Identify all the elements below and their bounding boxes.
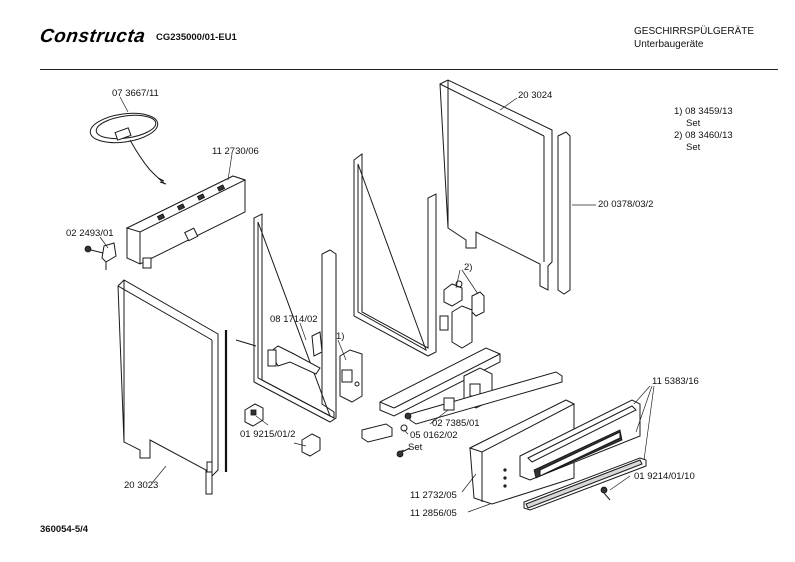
front-panel [468,399,576,505]
part-label-hinge-spring: 08 1714/02 [270,314,318,325]
ref-label-2: 2) [464,262,473,273]
part-label-set: Set [408,442,423,453]
part-label-front-panel: 11 2732/05 [410,490,457,501]
rear-panel [439,79,553,291]
note-2: 2) 08 3460/13 [674,130,733,141]
screw [600,486,611,501]
part-label-side-panel: 20 3023 [124,480,159,491]
part-label-rear-panel: 20 3024 [518,90,553,101]
part-label-door-panel: 11 2856/05 [410,508,457,519]
control-strip [519,399,641,481]
side-panel [117,279,219,495]
screw-clip [84,242,117,270]
hose-assembly [89,112,167,185]
hinge-set [439,280,485,349]
part-label-control-strip: 11 5383/16 [652,376,699,387]
part-label-hose: 07 3667/11 [112,88,159,99]
document-reference: 360054-5/4 [40,524,89,535]
hinge-spring [267,331,323,375]
fasteners [361,412,412,458]
note-2-set: Set [686,142,701,153]
door-seal-frame-center [353,153,437,357]
door-seal-frame-left [253,213,337,423]
part-label-side-strip: 20 0378/03/2 [598,199,654,210]
subcategory-title: Unterbaugeräte [634,39,704,50]
hinge-bracket-right [339,349,363,403]
part-label-screw-clip: 02 2493/01 [66,228,114,239]
control-panel-bracket [125,175,247,269]
note-1: 1) 08 3459/13 [674,106,733,117]
category-title: GESCHIRRSPÜLGERÄTE [634,26,755,37]
side-strip [557,131,571,295]
door-rail [409,371,563,425]
leader-lines [99,96,655,513]
model-number: CG235000/01-EU1 [156,32,237,43]
header-rule [40,69,778,70]
pin [235,339,257,347]
ref-label-1: 1) [336,331,345,342]
part-label-kick-plate: 01 9214/01/10 [634,471,695,482]
note-1-set: Set [686,118,701,129]
part-label-door-rail: 02 7385/01 [432,418,480,429]
part-label-fastener: 05 0162/02 [410,430,458,441]
part-label-lock-part: 01 9215/01/2 [240,429,296,440]
kick-plate [523,457,647,511]
lock-part [244,403,321,457]
part-label-control-bracket: 11 2730/06 [212,146,259,157]
